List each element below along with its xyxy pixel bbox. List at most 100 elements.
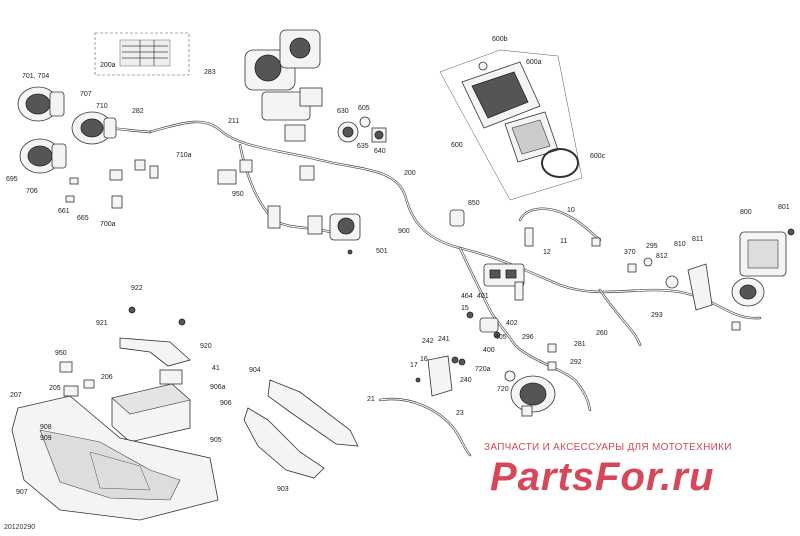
callout-c905: 905	[210, 437, 222, 444]
document-id: 20120290	[4, 524, 36, 531]
callout-c23: 23	[456, 410, 464, 417]
relay-box-center	[483, 263, 525, 301]
watermark-logo-text: PartsFor.ru	[490, 455, 714, 498]
callout-c661: 661	[58, 208, 70, 215]
callout-c812: 812	[656, 253, 668, 260]
headlight-assembly-lower	[19, 138, 67, 174]
headlight-assembly-middle	[71, 111, 117, 145]
connector-parts-400	[466, 311, 501, 339]
watermark-logo: PartsFor.ru	[490, 455, 714, 498]
callout-c904: 904	[249, 367, 261, 374]
callout-c640: 640	[374, 148, 386, 155]
callout-c810: 810	[674, 241, 686, 248]
callout-c600b: 600b	[492, 36, 508, 43]
battery-tray-905	[11, 395, 219, 521]
light-720	[504, 343, 557, 417]
callout-c12: 12	[543, 249, 551, 256]
callout-c700a: 700a	[100, 221, 116, 228]
callout-c283: 283	[204, 69, 216, 76]
bracket-810	[627, 257, 713, 311]
inset-label: 200a	[100, 62, 116, 69]
callout-c600a: 600a	[526, 59, 542, 66]
callout-c10: 10	[567, 207, 575, 214]
small-parts-205-206	[59, 361, 95, 397]
callout-c15: 15	[461, 305, 469, 312]
electronic-module-800	[739, 228, 795, 277]
harness-connectors-left	[217, 159, 323, 235]
center-components	[329, 209, 465, 255]
callout-c950b: 950	[55, 350, 67, 357]
callout-c11: 11	[560, 238, 567, 245]
callout-c200: 200	[404, 170, 416, 177]
callout-c464: 464	[461, 293, 473, 300]
callout-c282: 282	[132, 108, 144, 115]
inset-detail-box	[94, 32, 190, 76]
callout-c665: 665	[77, 215, 89, 222]
callout-c811: 811	[692, 236, 703, 243]
callout-c370: 370	[624, 249, 636, 256]
callout-c260: 260	[596, 330, 608, 337]
callout-c293: 293	[651, 312, 663, 319]
cover-panel-903	[243, 407, 325, 479]
callout-c630: 630	[337, 108, 349, 115]
engine-sensor-cluster	[244, 29, 323, 142]
callout-c242: 242	[422, 338, 434, 345]
headlight-assembly-upper	[17, 86, 65, 122]
callout-c16: 16	[420, 356, 428, 363]
callout-c402: 402	[506, 320, 518, 327]
callout-c292: 292	[570, 359, 582, 366]
callout-c908: 908	[40, 424, 52, 431]
callout-c907: 907	[16, 489, 28, 496]
callout-c400: 400	[483, 347, 495, 354]
callout-c635: 635	[357, 143, 369, 150]
callout-c900: 900	[398, 228, 410, 235]
callout-c950: 950	[232, 191, 244, 198]
callout-c720a: 720a	[475, 366, 491, 373]
callout-c695: 695	[6, 176, 18, 183]
callout-c17: 17	[410, 362, 418, 369]
callout-c922: 922	[131, 285, 143, 292]
callout-c501: 501	[376, 248, 388, 255]
callout-c207: 207	[10, 392, 22, 399]
callout-c921: 921	[96, 320, 108, 327]
callout-c205: 205	[49, 385, 61, 392]
sensor-parts-center	[337, 116, 387, 143]
fuse-holder-10	[524, 227, 601, 247]
callout-c706: 706	[26, 188, 38, 195]
callout-c240: 240	[460, 377, 472, 384]
callout-c241: 241	[438, 336, 450, 343]
callout-c800: 800	[740, 209, 752, 216]
instrument-cluster-exploded	[439, 49, 583, 201]
callout-c710a: 710a	[176, 152, 192, 159]
callout-c281: 281	[574, 341, 586, 348]
callout-c600: 600	[451, 142, 463, 149]
callout-c909: 909	[40, 435, 52, 442]
callout-c920: 920	[200, 343, 212, 350]
small-connectors-left	[65, 159, 159, 209]
callout-c41: 41	[212, 365, 220, 372]
horn-right	[731, 277, 765, 331]
callout-c906a: 906a	[210, 384, 226, 391]
callout-c707: 707	[80, 91, 92, 98]
callout-c211: 211	[228, 118, 239, 125]
callout-c295: 295	[646, 243, 658, 250]
callout-c903: 903	[277, 486, 289, 493]
callout-c801: 801	[778, 204, 790, 211]
bracket-920	[119, 306, 191, 367]
callout-c720: 720	[497, 386, 509, 393]
callout-c906: 906	[220, 400, 232, 407]
watermark-tagline: ЗАПЧАСТИ И АКСЕССУАРЫ ДЛЯ МОТОТЕХНИКИ	[484, 442, 732, 453]
callout-c401: 401	[477, 293, 489, 300]
callout-c296: 296	[522, 334, 534, 341]
callout-c850: 850	[468, 200, 480, 207]
callout-c21: 21	[367, 396, 375, 403]
callout-c405: 405	[495, 334, 507, 341]
callout-c605: 605	[358, 105, 370, 112]
battery-906	[111, 369, 191, 443]
callout-c206: 206	[101, 374, 113, 381]
cover-panel-904	[267, 379, 359, 447]
callout-c600c: 600c	[590, 153, 606, 160]
